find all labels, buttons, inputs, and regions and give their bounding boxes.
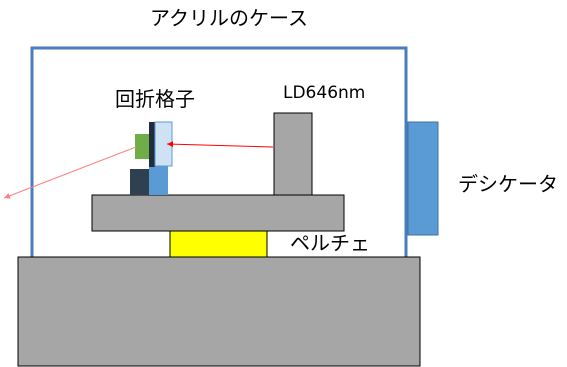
grating-mount-dark (130, 169, 149, 195)
grating-green (135, 134, 150, 159)
desiccator-label: デシケータ (458, 172, 558, 196)
grating-mount-blue (149, 165, 168, 195)
grating-label: 回折格子 (115, 87, 195, 111)
diffracted-beam (3, 146, 137, 199)
desiccator-box (407, 121, 439, 236)
case-title: アクリルのケース (150, 6, 308, 30)
base-block (17, 256, 421, 367)
platform (91, 194, 345, 232)
laser-label: LD646nm (283, 83, 366, 103)
peltier-label: ペルチェ (290, 231, 370, 255)
incident-beam (166, 141, 274, 148)
laser-mount (273, 112, 313, 196)
peltier-element (169, 230, 268, 259)
grating-dark-plate (149, 122, 155, 167)
